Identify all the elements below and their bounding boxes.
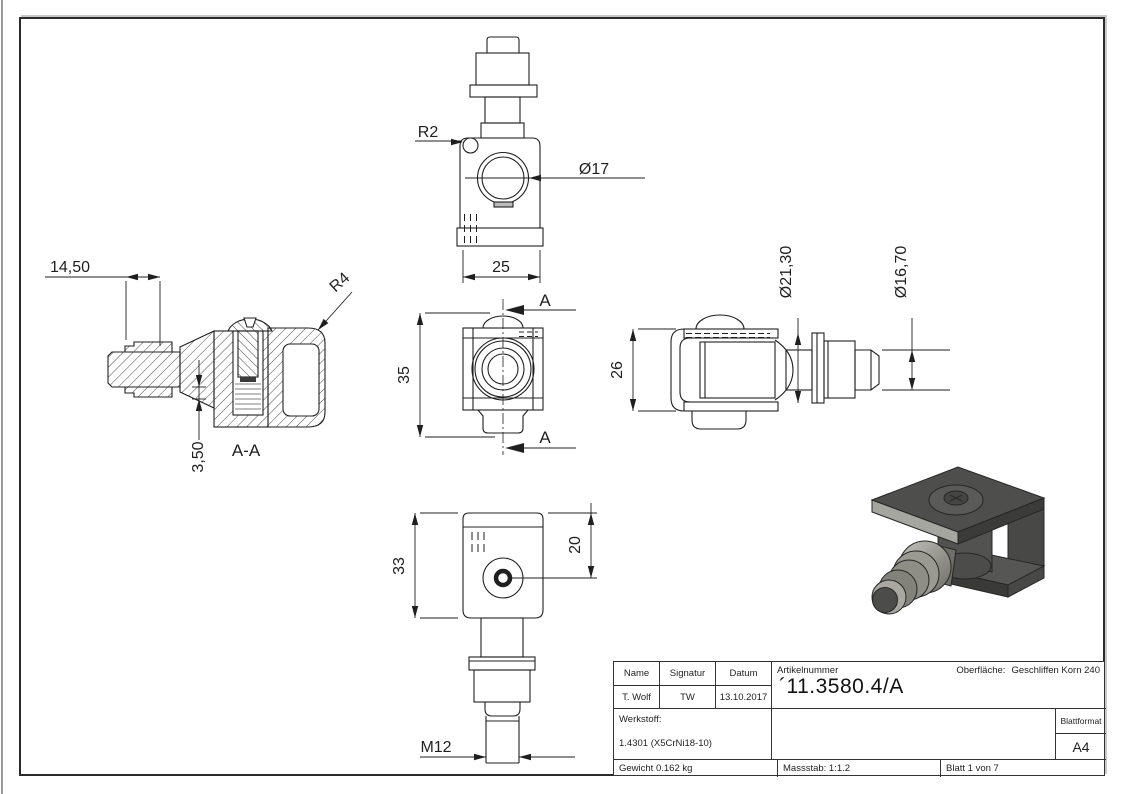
hidden-lines — [464, 214, 477, 243]
dim-3-50 — [192, 360, 206, 440]
bottom-body — [462, 512, 544, 619]
side-bottom-plate — [683, 401, 779, 412]
oberflaeche-value: Geschliffen Korn 240 — [1011, 665, 1100, 676]
dim-35-label: 35 — [396, 366, 413, 384]
r2-corner-feature — [462, 137, 479, 154]
oberflaeche-label: Oberfläche: — [956, 665, 1006, 676]
dim-r2-label: R2 — [418, 124, 439, 141]
dim-3-50-label: 3,50 — [190, 441, 207, 472]
render-top-plate-edge-right — [957, 497, 1045, 545]
artikelnummer-value: ´11.3580.4/A — [779, 675, 904, 698]
front-bottom-boss — [476, 409, 530, 434]
dim-20-label: 20 — [567, 536, 584, 554]
side-pivot — [699, 341, 776, 399]
dim-20 — [510, 503, 597, 579]
massstab-cell: Massstab: 1:1.2 — [778, 760, 941, 777]
dim-33-label: 33 — [391, 557, 408, 575]
signatur-label-cell: Signatur — [660, 662, 716, 686]
werkstoff-label: Werkstoff: — [619, 714, 662, 725]
section-view-a-a — [45, 273, 353, 440]
name-value-cell: T. Wolf — [614, 686, 660, 709]
artikelnummer-label: Artikelnummer — [777, 665, 839, 676]
dim-d1670 — [882, 318, 950, 391]
cutting-plane-arrows — [505, 305, 576, 453]
dim-25 — [462, 250, 541, 283]
blattformat-label-cell: Blattformat — [1056, 709, 1106, 734]
werkstoff-value: 1.4301 (X5CrNi18-10) — [619, 738, 712, 749]
dim-r4-leader — [317, 291, 353, 331]
signatur-value-cell: TW — [660, 686, 716, 709]
section-body — [213, 317, 326, 428]
dim-d17-leader — [465, 174, 645, 182]
stem-cylinder — [823, 340, 856, 399]
stem-flange — [811, 332, 825, 404]
datum-label-cell: Datum — [716, 662, 772, 686]
dim-d2130 — [794, 318, 802, 403]
bottom-stem — [468, 617, 536, 764]
name-label-cell: Name — [614, 662, 660, 686]
dim-r4-label: R4 — [327, 269, 354, 295]
side-bottom-boss — [691, 410, 747, 430]
blattformat-value-cell: A4 — [1056, 734, 1106, 760]
dim-d2130-label: Ø21,30 — [778, 246, 795, 299]
datum-value-cell: 13.10.2017 — [716, 686, 772, 709]
drawing-frame — [19, 17, 1105, 776]
dim-25-label: 25 — [492, 259, 510, 276]
side-view — [629, 314, 950, 430]
werkstoff-cell: Werkstoff: 1.4301 (X5CrNi18-10) — [614, 709, 772, 760]
top-view-stem — [469, 36, 538, 139]
side-left-wall-outer — [670, 328, 700, 412]
hidden-lines — [471, 532, 485, 552]
stem-end — [854, 349, 880, 391]
artikelnummer-cell: Artikelnummer Oberfläche: Geschliffen Kor… — [772, 662, 1106, 709]
side-dome — [695, 314, 745, 330]
dim-r2-leader — [415, 138, 463, 146]
dim-35 — [416, 312, 495, 438]
section-label: A-A — [232, 441, 261, 460]
dim-m12-label: M12 — [420, 739, 451, 756]
dim-26 — [629, 328, 676, 412]
title-block: Name Signatur Datum T. Wolf TW 13.10.201… — [613, 661, 1106, 777]
cut-marker-top: A — [539, 291, 551, 310]
thread-hole — [493, 568, 513, 588]
thread-lines — [235, 383, 261, 410]
front-view — [416, 299, 576, 455]
stem-ball — [774, 339, 794, 401]
top-view-base-band — [456, 227, 544, 247]
dim-d17-label: Ø17 — [579, 161, 609, 178]
bore-key-tab — [493, 201, 514, 208]
dim-14-50 — [45, 273, 161, 346]
gewicht-cell: Gewicht 0.162 kg — [614, 760, 778, 777]
page-left-edge — [1, 0, 3, 794]
empty-cell — [772, 709, 1056, 760]
front-dome — [482, 315, 524, 329]
bottom-view — [411, 503, 597, 764]
side-left-wall-inner — [679, 337, 700, 403]
render-end-face — [872, 587, 898, 613]
dim-d1670-label: Ø16,70 — [893, 246, 910, 299]
dim-m12 — [420, 753, 575, 761]
dim-33 — [411, 512, 458, 619]
hidden-lines — [519, 331, 538, 337]
rendered-3d-view — [870, 466, 1046, 615]
oberflaeche: Oberfläche: Geschliffen Korn 240 — [956, 665, 1100, 676]
cut-marker-bottom: A — [539, 428, 551, 447]
section-stem — [107, 330, 215, 409]
dim-14-50-label: 14,50 — [50, 259, 90, 276]
blatt-cell: Blatt 1 von 7 — [946, 763, 999, 774]
top-view — [415, 36, 645, 283]
dim-26-label: 26 — [609, 361, 626, 379]
hidden-lines — [686, 333, 770, 338]
